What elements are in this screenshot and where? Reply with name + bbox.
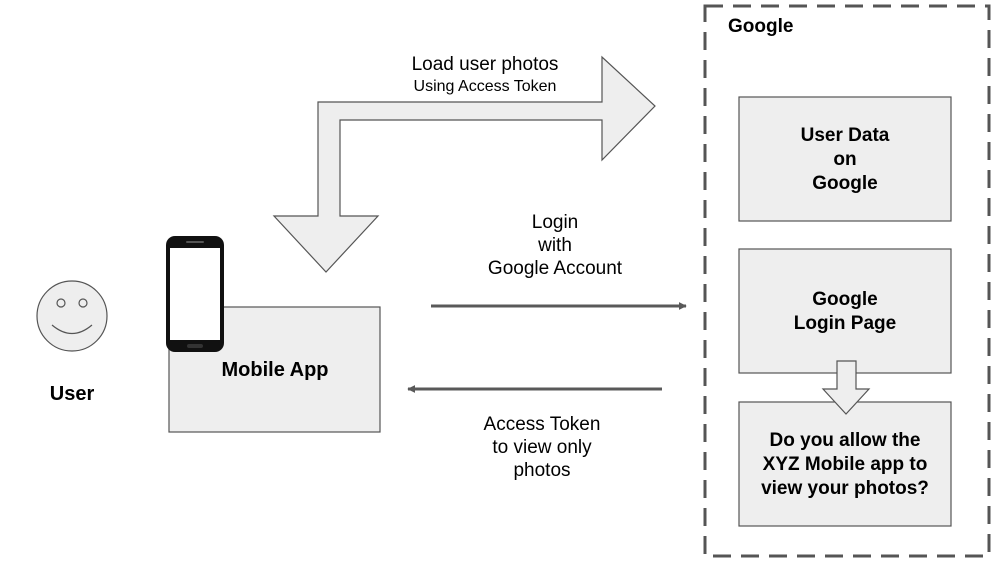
smartphone-icon (166, 236, 224, 352)
user-label: User (49, 383, 95, 405)
login-line2: with (538, 234, 572, 256)
google-container (703, 4, 991, 558)
load-photos-arrow (272, 55, 656, 273)
user-data-line3: Google (812, 173, 878, 194)
login-line1: Login (531, 212, 579, 233)
load-photos-line2: Using Access Token (413, 77, 557, 95)
token-line1: Access Token (483, 414, 601, 435)
login-page-line2: Login Page (793, 313, 897, 334)
login-to-consent-arrow (821, 360, 871, 415)
token-line3: photos (513, 459, 571, 481)
mobile-app-label: Mobile App (221, 359, 329, 381)
access-token-label: Access Token to view only photos (452, 414, 632, 482)
consent-box (738, 401, 952, 527)
login-label: Login with Google Account (465, 212, 645, 280)
login-line3: Google Account (487, 257, 623, 279)
login-page-text: Google Login Page (739, 288, 951, 336)
consent-line1: Do you allow the (769, 430, 921, 451)
load-photos-line1: Load user photos (411, 54, 559, 75)
user-data-line1: User Data (800, 125, 890, 146)
user-data-box (738, 96, 952, 222)
user-data-text: User Data on Google (739, 124, 951, 196)
consent-line2: XYZ Mobile app to (762, 454, 928, 475)
login-page-line1: Google (812, 289, 878, 310)
load-photos-label: Load user photos Using Access Token (380, 54, 590, 96)
login-page-box (738, 248, 952, 374)
user-smiley-icon (36, 280, 108, 352)
user-data-line2: on (833, 149, 857, 170)
consent-line3: view your photos? (761, 478, 929, 499)
token-line2: to view only (492, 436, 592, 458)
consent-text: Do you allow the XYZ Mobile app to view … (739, 429, 951, 501)
google-title: Google (728, 16, 794, 37)
